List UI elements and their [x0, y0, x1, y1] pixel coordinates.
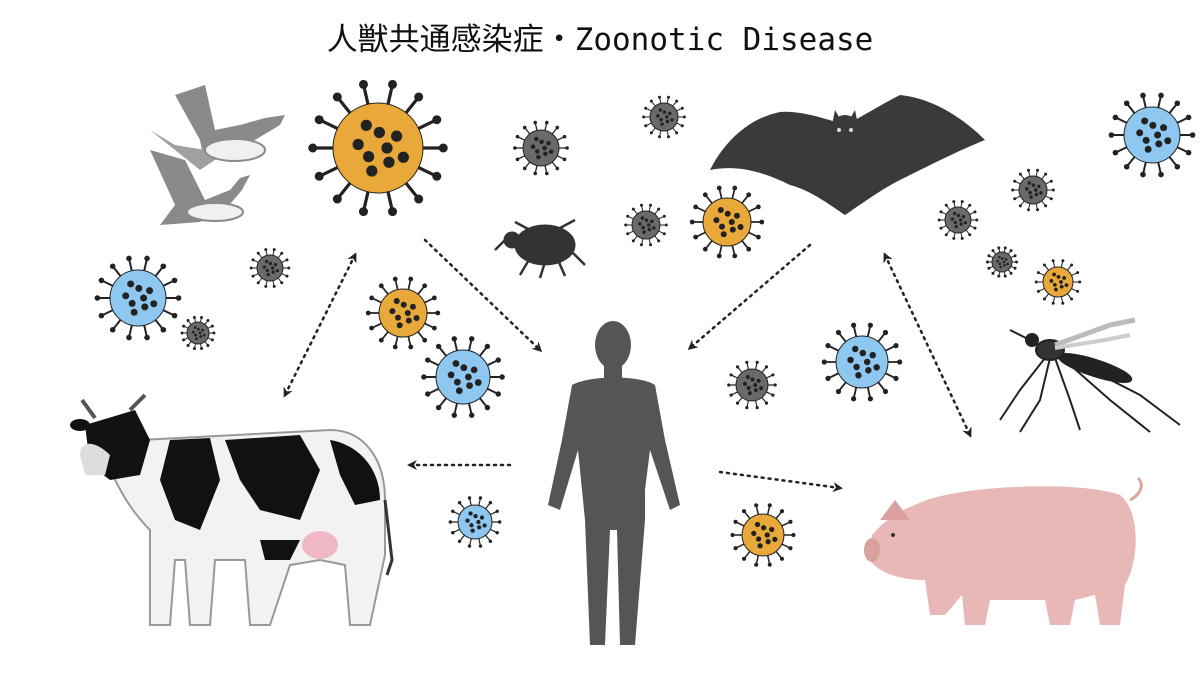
virus-icon	[1011, 168, 1055, 212]
virus-icon	[249, 248, 291, 288]
human-silhouette-icon	[548, 321, 680, 645]
virus-icon	[821, 322, 903, 402]
cow-icon	[70, 393, 394, 626]
virus-icon	[513, 120, 569, 176]
virus-icon	[94, 255, 182, 341]
virus-icon	[421, 336, 505, 418]
bat-icon	[710, 95, 985, 215]
virus-icon	[986, 246, 1018, 278]
transmission-arrow	[718, 470, 843, 493]
virus-icon	[730, 503, 796, 567]
transmission-arrow	[283, 252, 357, 398]
virus-icon	[365, 276, 441, 350]
virus-icon	[689, 185, 765, 259]
virus-group	[94, 79, 1196, 567]
birds-icon	[150, 85, 285, 225]
transmission-arrows	[283, 238, 972, 493]
transmission-arrow	[423, 238, 543, 353]
transmission-arrow	[687, 243, 812, 350]
mosquito-icon	[999, 317, 1181, 433]
virus-icon	[727, 360, 777, 410]
pig-icon	[864, 476, 1143, 625]
virus-icon	[308, 79, 448, 217]
virus-icon	[1034, 259, 1082, 305]
virus-icon	[1108, 92, 1196, 178]
transmission-arrow	[883, 252, 972, 438]
tick-icon	[494, 218, 586, 279]
virus-icon	[624, 203, 668, 247]
page-title: 人獣共通感染症・Zoonotic Disease	[326, 22, 874, 58]
virus-icon	[642, 95, 686, 139]
virus-icon	[448, 496, 502, 548]
virus-icon	[180, 315, 216, 351]
virus-icon	[937, 200, 979, 240]
